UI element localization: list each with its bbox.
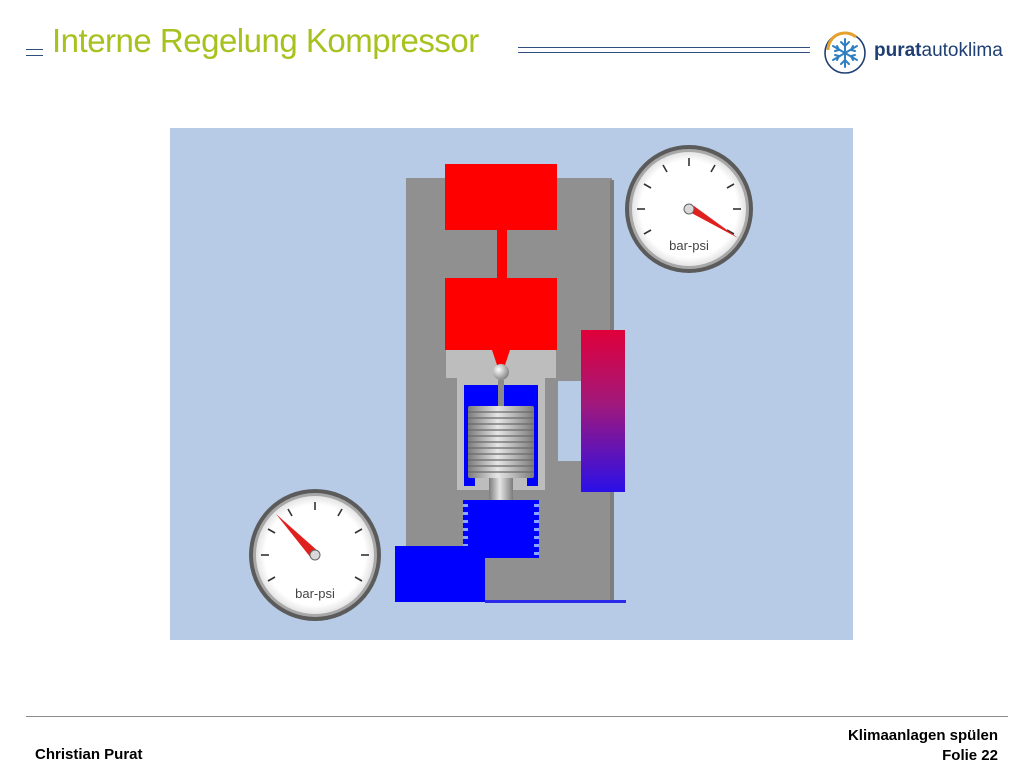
logo-brand-regular: autoklima (921, 40, 1003, 61)
side-control-chamber (581, 330, 625, 492)
upper-pressure-chamber (445, 164, 557, 230)
footer-info: Klimaanlagen spülen Folie 22 (848, 726, 998, 766)
title-rule-decoration (518, 47, 810, 53)
slide-title: Interne Regelung Kompressor (52, 22, 479, 59)
footer-topic: Klimaanlagen spülen (847, 727, 998, 744)
compressor-control-diagram: bar-psi bar-psi (170, 128, 853, 640)
pressure-gauge-top: bar-psi (625, 145, 753, 273)
gauge-top-unit-label: bar-psi (669, 238, 709, 253)
low-pressure-channel (395, 546, 485, 602)
pressure-connector-tube (497, 230, 507, 278)
logo-brand-bold: purat (874, 40, 922, 61)
footer-rule (26, 716, 1008, 717)
pressure-gauge-bottom: bar-psi (249, 489, 381, 621)
valve-stem (498, 380, 504, 408)
bellows-ridges (468, 411, 534, 473)
lower-pressure-chamber (445, 278, 557, 350)
valve-seat-opening (492, 350, 510, 368)
valve-ball (493, 364, 509, 380)
title-dash-decoration (26, 49, 43, 56)
low-pressure-line-base (485, 600, 626, 603)
logo-wordmark: puratautoklima (874, 40, 1003, 62)
snowflake-icon (824, 31, 866, 74)
footer-author: Christian Purat (35, 746, 143, 763)
low-pressure-spring-chamber (463, 500, 539, 558)
company-logo: puratautoklima (822, 30, 1012, 76)
footer-slide-number: Folie 22 (942, 747, 998, 764)
gauge-bottom-unit-label: bar-psi (295, 586, 335, 601)
